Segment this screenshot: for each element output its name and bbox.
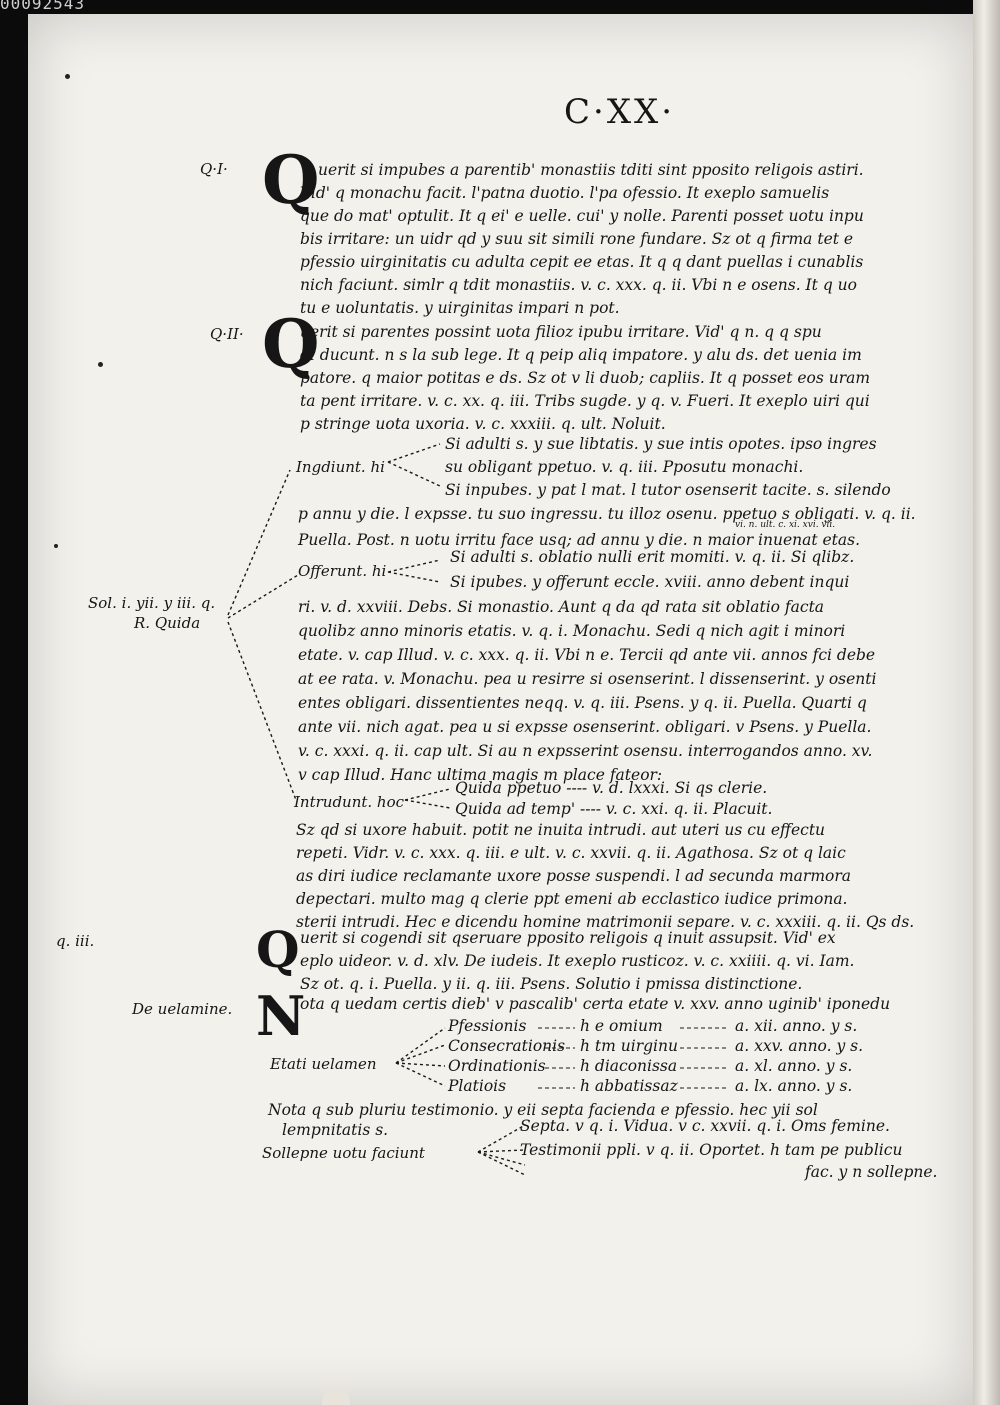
b1-line: Si inpubes. y pat l mat. l tutor osenser… (445, 481, 891, 499)
tree-root-label: Sol. i. yii. y iii. q. (88, 594, 216, 612)
b2-cont-line: ri. v. d. xxviii. Debs. Si monastio. Aun… (298, 598, 825, 616)
b2-line: Si ipubes. y offerunt eccle. xviii. anno… (450, 573, 850, 591)
nota-line: Nota q sub pluriu testimonio. y eii sept… (268, 1101, 818, 1119)
b3-cont-line: repeti. Vidr. v. c. xxx. q. iii. e ult. … (296, 844, 846, 862)
q2-line: uerit si parentes possint uota filioz ip… (300, 323, 822, 341)
velamine-row-who: h abbatissaz (580, 1077, 678, 1095)
b2-cont-line: v cap Illud. Hanc ultima magis m place f… (298, 766, 663, 784)
q1-line: nich faciunt. simlr q tdit monastiis. v.… (300, 276, 858, 294)
q2-line: p stringe uota uxoria. v. c. xxxiii. q. … (300, 415, 666, 433)
ink-spot (54, 544, 58, 548)
question-3-label: q. iii. (56, 932, 95, 950)
tree-root-quidam: R. Quida (134, 614, 201, 632)
tree-branch-ingrediuntur: Ingdiunt. hi (296, 458, 385, 476)
binding-edge (973, 0, 1000, 1405)
b3-cont-line: depectari. multo mag q clerie ppt emeni … (296, 890, 848, 908)
b3-cont-line: as diri iudice reclamante uxore posse su… (296, 867, 852, 885)
tree-branch-offerunt: Offerunt. hi (298, 562, 387, 580)
archive-number: 00092543 (0, 0, 86, 13)
reader-thumb (322, 1388, 350, 1405)
q2-line: ta pent irritare. v. c. xx. q. iii. Trib… (300, 392, 870, 410)
b1-cont-line: p annu y die. l expsse. tu suo ingressu.… (298, 505, 916, 523)
nota-row: fac. y n sollepne. (805, 1163, 938, 1181)
velamine-row-age: a. xii. anno. y s. (735, 1017, 858, 1035)
b3-cont-line: Sz qd si uxore habuit. potit ne inuita i… (296, 821, 826, 839)
b2-cont-line: quolibz anno minoris etatis. v. q. i. Mo… (298, 622, 846, 640)
question-3-initial: Q (256, 920, 300, 979)
b1-line: su obligant ppetuo. v. q. iii. Pposutu m… (445, 458, 804, 476)
ink-spot (98, 362, 103, 367)
q1-line: pfessio uirginitatis cu adulta cepit ee … (300, 253, 864, 271)
b2-cont-line: at ee rata. v. Monachu. pea u resirre si… (298, 670, 877, 688)
velamine-row-name: Ordinationis (448, 1057, 546, 1075)
q1-line: Vid' q monachu facit. l'patna duotio. l'… (300, 184, 830, 202)
b2-cont-line: etate. v. cap Illud. v. c. xxx. q. ii. V… (298, 646, 876, 664)
folio-number: C·XX· (564, 92, 676, 132)
velamine-row-who: h tm uirginu (580, 1037, 678, 1055)
velamine-row-age: a. xl. anno. y s. (735, 1057, 853, 1075)
q3-line: Sz ot. q. i. Puella. y ii. q. iii. Psens… (300, 975, 803, 993)
nota-row: Testimonii ppli. v q. ii. Oportet. h tam… (520, 1141, 903, 1159)
velamine-row-who: h e omium (580, 1017, 663, 1035)
q1-line: uerit si impubes a parentib' monastiis t… (318, 161, 864, 179)
q1-line: que do mat' optulit. It q ei' e uelle. c… (300, 207, 864, 225)
velamine-row-name: Consecrationis (448, 1037, 566, 1055)
q1-line: tu e uoluntatis. y uirginitas impari n p… (300, 299, 620, 317)
velamine-group-label: Etati uelamen (270, 1055, 377, 1073)
velamine-line: ota q uedam certis dieb' v pascalib' cer… (300, 995, 891, 1013)
q1-line: bis irritare: un uidr qd y suu sit simil… (300, 230, 854, 248)
velamine-row-name: Pfessionis (448, 1017, 527, 1035)
velamine-label: De uelamine. (132, 1000, 233, 1018)
nota-line: lempnitatis s. (282, 1121, 389, 1139)
manuscript-page (28, 14, 973, 1405)
b3-cont-line: sterii intrudi. Hec e dicendu homine mat… (296, 913, 915, 931)
question-1-label: Q·I· (200, 160, 228, 178)
q3-line: eplo uideor. v. d. xlv. De iudeis. It ex… (300, 952, 855, 970)
velamine-row-age: a. xxv. anno. y s. (735, 1037, 864, 1055)
nota-row: Septa. v q. i. Vidua. v c. xxvii. q. i. … (520, 1117, 890, 1135)
velamine-initial: N (256, 984, 306, 1048)
b1-line: Si adulti s. y sue libtatis. y sue intis… (445, 435, 877, 453)
q2-line: di ducunt. n s la sub lege. It q peip al… (300, 346, 862, 364)
velamine-row-name: Platiois (448, 1077, 507, 1095)
b1-cont-line: Puella. Post. n uotu irritu face usq; ad… (298, 531, 861, 549)
ink-spot (65, 74, 70, 79)
nota-group-label: Sollepne uotu faciunt (262, 1144, 425, 1162)
interlinear-gloss: vi. n. ult. c. xi. xvi. vii. (735, 520, 836, 530)
b2-cont-line: ante vii. nich agat. pea u si expsse ose… (298, 718, 872, 736)
b3-line: Quida ad temp' ---- v. c. xxi. q. ii. Pl… (455, 800, 773, 818)
question-1-initial: Q (262, 141, 320, 219)
question-2-initial: Q (262, 305, 320, 383)
q3-line: uerit si cogendi sit qseruare pposito re… (300, 929, 836, 947)
velamine-row-age: a. lx. anno. y s. (735, 1077, 853, 1095)
velamine-row-who: h diaconissa (580, 1057, 678, 1075)
b3-line: Quida ppetuo ---- v. d. lxxxi. Si qs cle… (455, 779, 768, 797)
b2-cont-line: entes obligari. dissentientes neqq. v. q… (298, 694, 867, 712)
tree-branch-intrudunt: Intrudunt. hoc (294, 793, 405, 811)
q2-line: patore. q maior potitas e ds. Sz ot v li… (300, 369, 871, 387)
b2-line: Si adulti s. oblatio nulli erit momiti. … (450, 548, 855, 566)
question-2-label: Q·II· (210, 325, 244, 343)
b2-cont-line: v. c. xxxi. q. ii. cap ult. Si au n exps… (298, 742, 873, 760)
